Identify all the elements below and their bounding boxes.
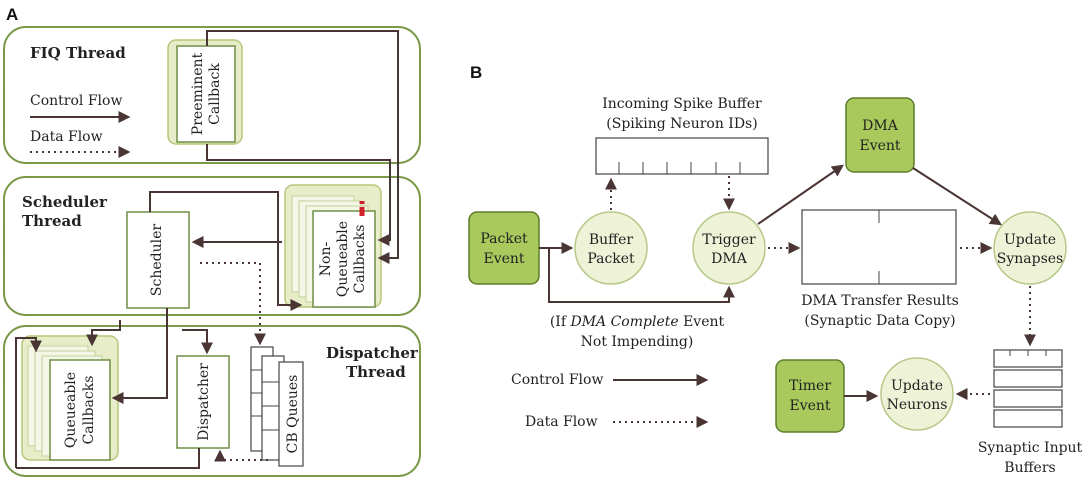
trigger-dma-node — [692, 211, 766, 285]
queueable-line2: Callbacks — [81, 376, 97, 445]
incoming-spike-buffer — [595, 137, 769, 175]
dma-event-node — [845, 97, 915, 173]
buffer-packet-line1: Buffer — [589, 232, 634, 248]
legend-a-data-flow-label: Data Flow — [30, 129, 103, 145]
preeminent-callback-box — [176, 45, 236, 143]
packet-event-line2: Event — [483, 251, 524, 267]
legend-b-control-flow-label: Control Flow — [511, 372, 603, 388]
condition-note-line2: Not Impending) — [581, 334, 694, 350]
cb-queues-label: CB Queues — [285, 375, 301, 454]
legend-a-control-flow-label: Control Flow — [30, 93, 122, 109]
packet-event-line1: Packet — [480, 231, 528, 247]
update-synapses-line1: Update — [1004, 232, 1056, 248]
panel-b-arrows — [539, 164, 1036, 402]
update-neurons-node — [880, 357, 954, 431]
timer-event-line1: Timer — [789, 378, 831, 394]
spike-buffer-title-2: (Spiking Neuron IDs) — [606, 116, 757, 132]
non-queueable-callbacks-box — [312, 210, 376, 308]
non-queueable-line2: Queueable — [335, 221, 351, 297]
panel-b-label: B — [470, 63, 482, 82]
buffer-packet-line2: Packet — [587, 251, 635, 267]
legend-b-data-flow-label: Data Flow — [525, 414, 598, 430]
trigger-dma-line2: DMA — [711, 251, 748, 267]
dma-results-title-1: DMA Transfer Results — [801, 293, 959, 309]
scheduler-label: Scheduler — [149, 224, 165, 296]
non-queueable-line1: Non- — [318, 242, 334, 277]
update-neurons-line2: Neurons — [887, 397, 948, 413]
timer-event-node — [775, 359, 845, 433]
spike-buffer-title-1: Incoming Spike Buffer — [602, 96, 762, 112]
dispatcher-label: Dispatcher — [196, 363, 212, 441]
non-queueable-line3: Callbacks — [352, 225, 368, 294]
dma-event-line2: Event — [859, 138, 900, 154]
preeminent-callback-line2: Callback — [207, 63, 223, 125]
queueable-line1: Queueable — [63, 372, 79, 448]
scheduler-box — [126, 211, 190, 309]
synaptic-input-line1: Synaptic Input — [978, 440, 1083, 456]
timer-event-line2: Event — [789, 398, 830, 414]
update-neurons-line1: Update — [891, 378, 943, 394]
synaptic-input-line2: Buffers — [1004, 460, 1055, 476]
trigger-dma-line1: Trigger — [702, 232, 756, 248]
dma-transfer-buffer — [801, 209, 957, 285]
panel-a-arrows — [15, 30, 399, 469]
panel-a-label: A — [6, 5, 18, 24]
fiq-thread-title: FIQ Thread — [30, 44, 126, 62]
cb-queues — [250, 346, 304, 467]
scheduler-thread-title-2: Thread — [22, 212, 82, 230]
update-synapses-line2: Synapses — [997, 251, 1063, 267]
exclamation-icon — [359, 207, 365, 216]
buffer-packet-node — [574, 211, 648, 285]
packet-event-node — [468, 211, 540, 285]
queueable-callbacks-box — [49, 359, 111, 461]
preeminent-callback-line1: Preeminent — [190, 52, 206, 135]
scheduler-thread-title-1: Scheduler — [22, 193, 108, 211]
dispatcher-thread-title-1: Dispatcher — [326, 344, 419, 362]
dispatcher-box — [176, 355, 230, 449]
update-synapses-node — [993, 211, 1067, 285]
condition-note-line1: (If DMA Complete Event — [550, 314, 725, 330]
dma-results-title-2: (Synaptic Data Copy) — [804, 313, 955, 329]
dispatcher-thread-title-2: Thread — [346, 363, 406, 381]
dma-event-line1: DMA — [862, 118, 899, 134]
synaptic-input-buffers — [993, 349, 1063, 428]
